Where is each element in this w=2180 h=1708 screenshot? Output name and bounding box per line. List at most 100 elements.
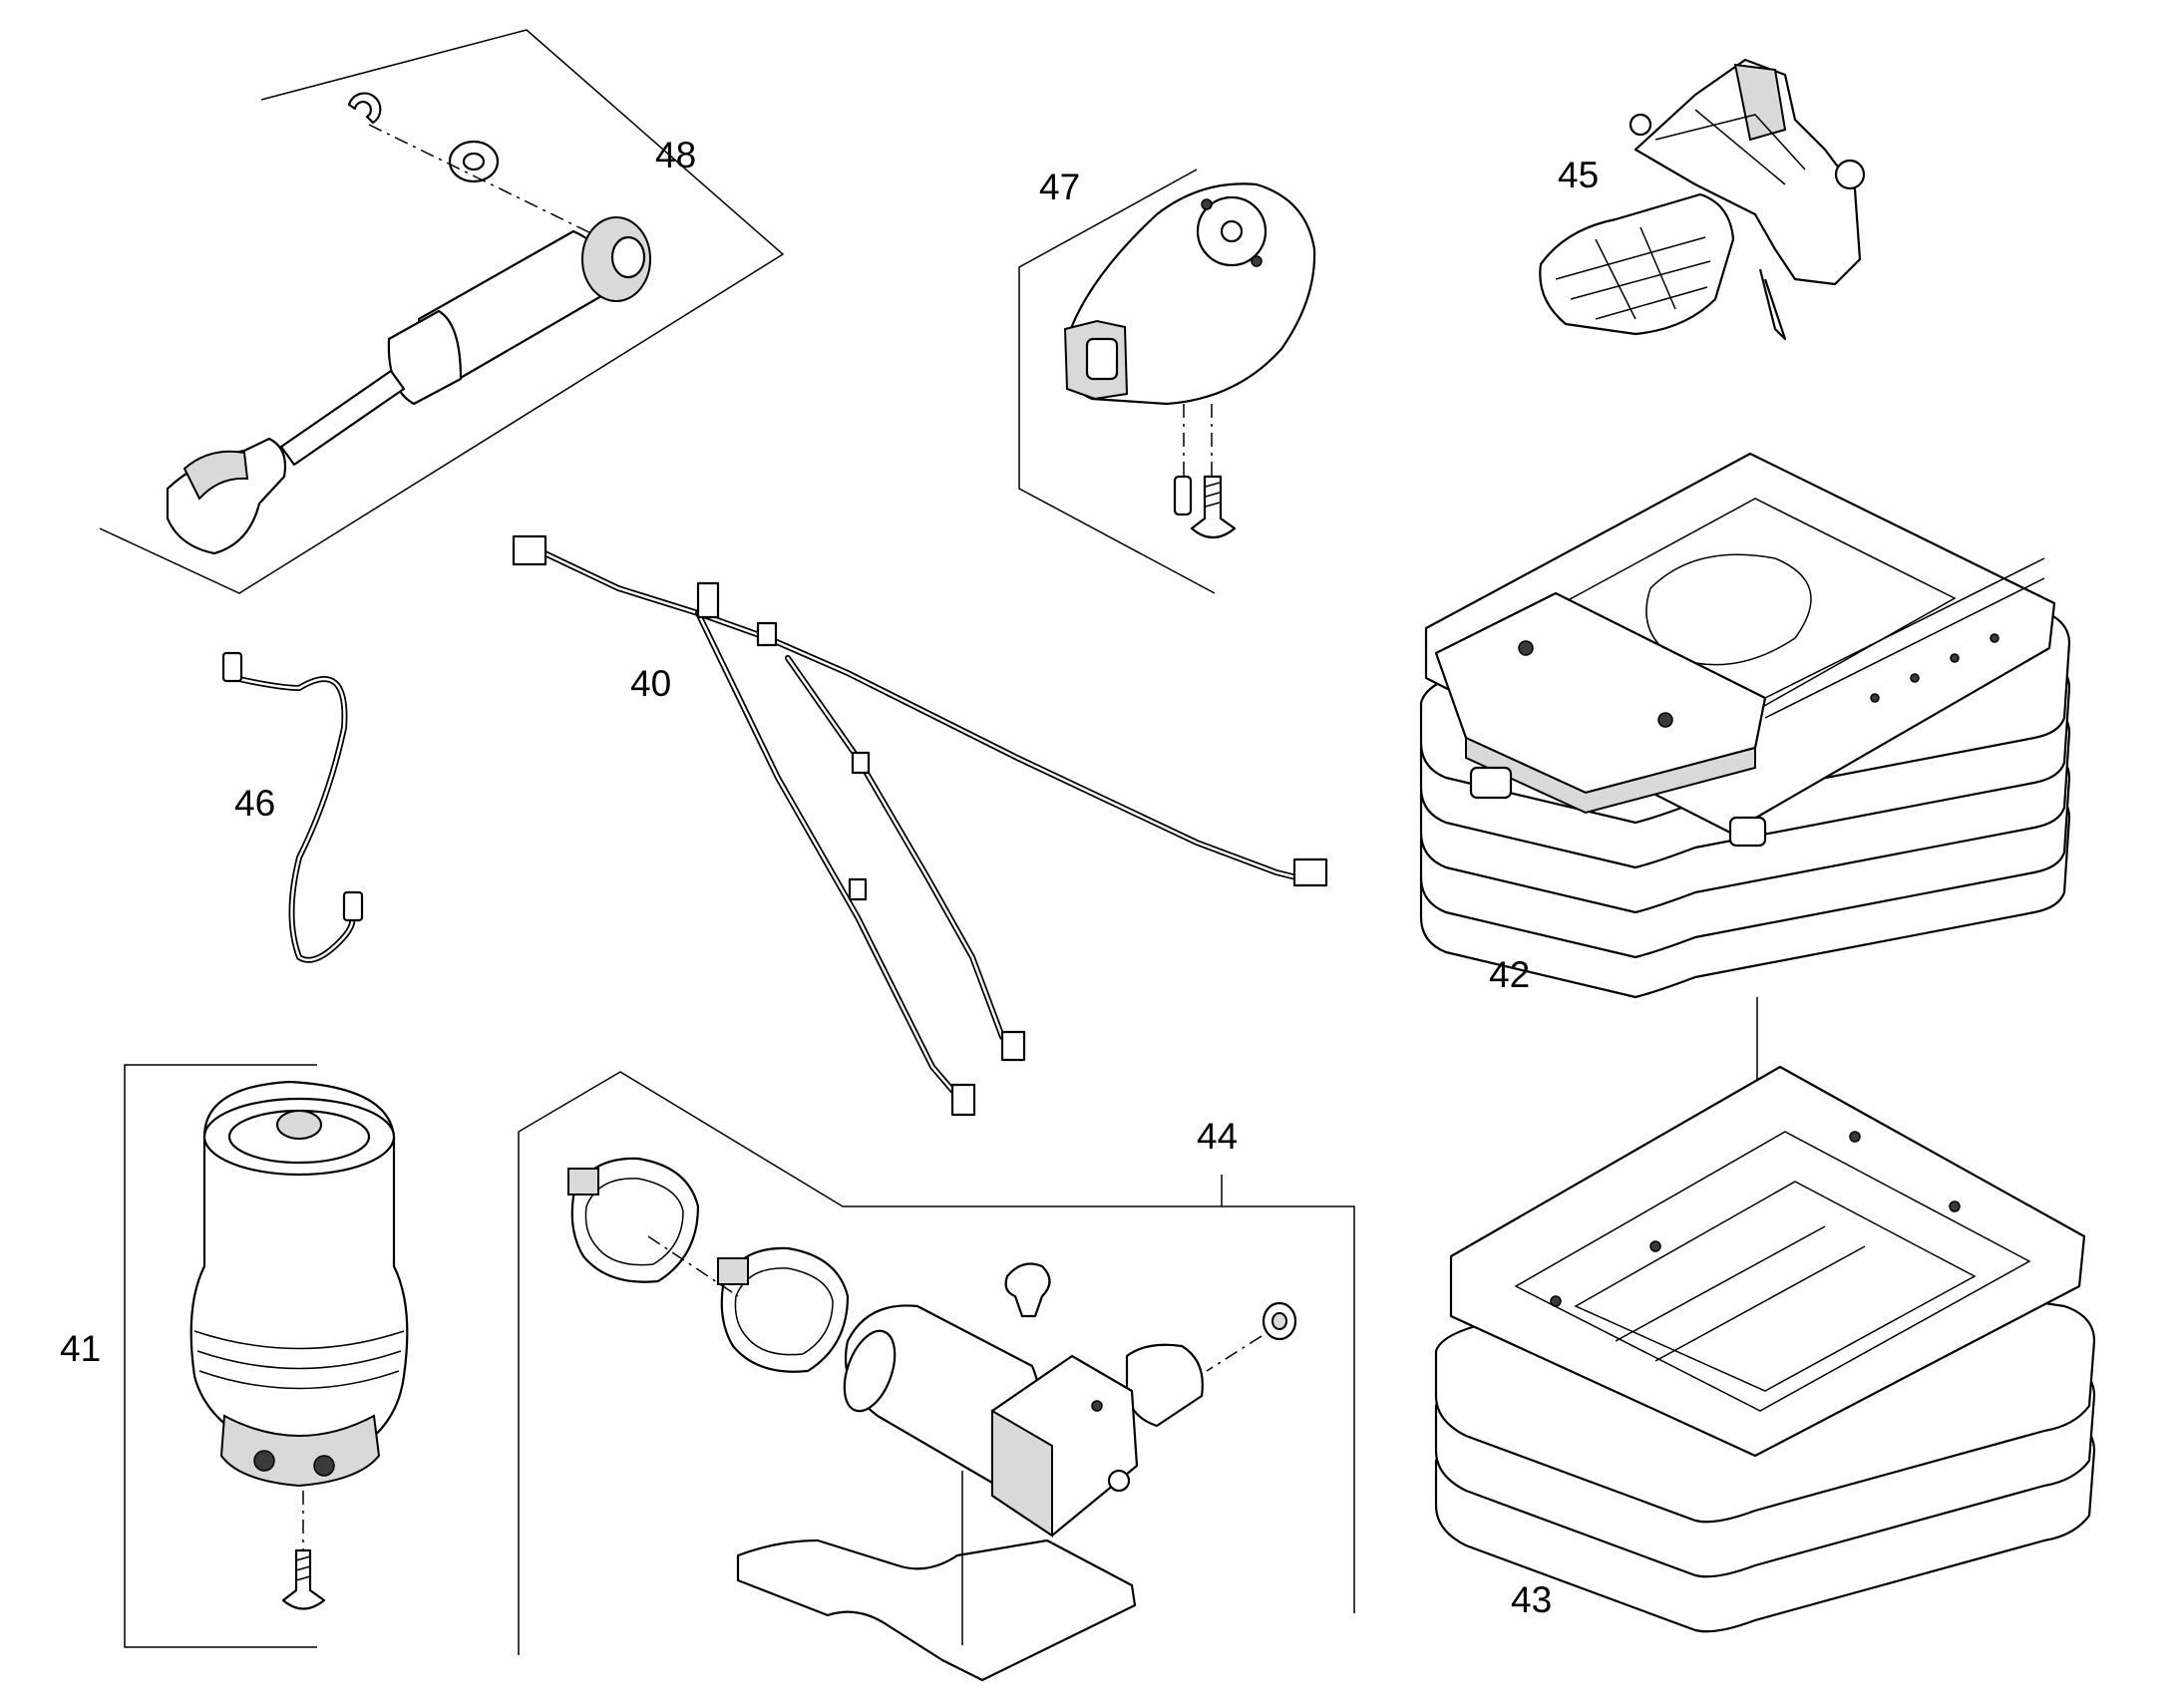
part-44-cable-tie-inner xyxy=(584,1178,684,1266)
callout-47: 47 xyxy=(1039,167,1080,207)
part-44-motor-end xyxy=(843,1329,897,1413)
callout-48: 48 xyxy=(655,135,696,175)
part-40-branch-a-core xyxy=(696,611,964,1104)
part-41-base-port xyxy=(313,1455,335,1477)
part-43-tray-frame xyxy=(1449,1065,2086,1458)
part-47-pin xyxy=(1173,475,1193,516)
part-47-frame xyxy=(1018,169,1216,594)
part-48-fork-inner xyxy=(182,450,249,501)
part-44-gearbox-hole xyxy=(1091,1400,1103,1412)
part-44-axis-line xyxy=(647,1235,739,1297)
part-45-tray xyxy=(1539,192,1735,336)
part-40-clip xyxy=(848,877,868,901)
part-44-frame xyxy=(518,1071,1355,1655)
callout-42: 42 xyxy=(1489,954,1530,995)
callout-46: 46 xyxy=(234,783,275,824)
callout-43: 43 xyxy=(1511,1579,1552,1620)
part-48-group xyxy=(99,29,785,594)
part-48-collar xyxy=(387,309,463,406)
part-48-frame xyxy=(99,29,785,594)
part-40-trunk-core xyxy=(537,548,1298,879)
part-42-rail-hole xyxy=(1990,633,1999,643)
part-43-tray-inner xyxy=(1514,1131,2031,1412)
part-48-circlip xyxy=(347,92,382,125)
part-41-base-port xyxy=(253,1450,275,1472)
part-45-knob xyxy=(1629,113,1652,137)
part-42-group xyxy=(1419,452,2071,999)
part-46-connector-a xyxy=(221,651,243,683)
callout-45: 45 xyxy=(1558,155,1599,195)
part-41-screw xyxy=(281,1548,326,1610)
part-43-hole xyxy=(1649,1240,1661,1252)
part-40-group xyxy=(512,534,1328,1117)
part-42-rail-hole xyxy=(1870,693,1880,703)
part-44-group xyxy=(518,1071,1355,1682)
part-42-side-rail xyxy=(1764,557,2045,719)
part-40-clip xyxy=(851,751,871,775)
part-44-cable-tie-lock xyxy=(717,1257,749,1285)
part-45-tab xyxy=(1758,268,1787,341)
part-43-tray-rails xyxy=(1615,1225,1866,1362)
part-41-bracket xyxy=(124,1064,317,1648)
part-42-bolt xyxy=(1518,640,1534,656)
part-47-front-window xyxy=(1085,337,1119,381)
part-41-top-fitting xyxy=(276,1110,322,1140)
part-40-connector-branch xyxy=(950,1083,976,1117)
part-48-rod xyxy=(279,369,406,467)
part-41-air-spring-body xyxy=(189,1080,409,1443)
part-43-group xyxy=(1434,1065,2096,1633)
callout-41: 41 xyxy=(60,1328,101,1369)
part-40-clip xyxy=(696,581,720,619)
part-45-cross-brace xyxy=(1654,109,1806,185)
part-47-group xyxy=(1018,169,1316,594)
part-47-hub-hole xyxy=(1220,219,1244,243)
part-45-body xyxy=(1634,58,1862,286)
part-45-lever xyxy=(1733,63,1787,142)
part-42-bolt xyxy=(1657,712,1673,728)
part-44-pump-head xyxy=(1125,1343,1204,1428)
part-44-gearbox-side xyxy=(991,1409,1053,1537)
part-43-tray-floor xyxy=(1574,1181,1977,1392)
part-41-screw-thread xyxy=(295,1555,311,1581)
part-45-group xyxy=(1539,58,1866,341)
part-42-console-face xyxy=(1465,736,1756,815)
part-40-connector-branch xyxy=(1000,1030,1026,1062)
part-44-cable-tie-inner xyxy=(734,1267,834,1356)
part-44-gearbox-bolt xyxy=(1107,1469,1131,1493)
part-47-screw-thread xyxy=(1205,482,1221,508)
callout-44: 44 xyxy=(1197,1116,1238,1157)
part-43-hole xyxy=(1550,1295,1562,1307)
part-42-rail-hole xyxy=(1950,653,1960,663)
part-46-connector-b xyxy=(342,890,364,922)
part-48-axis-line xyxy=(368,124,604,240)
part-42-rail-hole xyxy=(1910,673,1920,683)
part-44-cable-tie-lock xyxy=(567,1168,599,1196)
part-46-group xyxy=(221,651,364,963)
part-44-fitting-bore xyxy=(1272,1312,1287,1330)
callouts: 48 47 45 40 46 42 44 41 43 xyxy=(60,135,1599,1620)
part-42-latch xyxy=(1728,816,1767,848)
part-44-push-rivet xyxy=(1004,1262,1051,1318)
part-46-cable-core xyxy=(232,676,354,962)
part-43-hole xyxy=(1849,1131,1861,1143)
part-41-rolling-lobe xyxy=(193,1330,405,1390)
callout-40: 40 xyxy=(630,663,671,704)
part-40-connector-main xyxy=(512,534,547,566)
part-47-hole xyxy=(1251,255,1263,267)
part-44-mounting-pad xyxy=(736,1538,1137,1682)
part-41-group xyxy=(124,1064,409,1648)
part-47-hole xyxy=(1201,198,1213,210)
part-40-branch-a xyxy=(695,610,965,1105)
part-45-knob xyxy=(1834,159,1866,190)
part-47-screw xyxy=(1190,475,1237,539)
part-48-washer-hole xyxy=(462,152,486,171)
part-43-hole xyxy=(1949,1200,1961,1212)
part-42-latch xyxy=(1469,766,1513,800)
part-45-tray-ribs xyxy=(1555,226,1711,320)
part-44-axis-line xyxy=(1206,1335,1263,1372)
part-40-connector-end xyxy=(1292,857,1328,887)
part-40-clip xyxy=(756,621,778,647)
part-48-eye-hole xyxy=(610,235,646,279)
